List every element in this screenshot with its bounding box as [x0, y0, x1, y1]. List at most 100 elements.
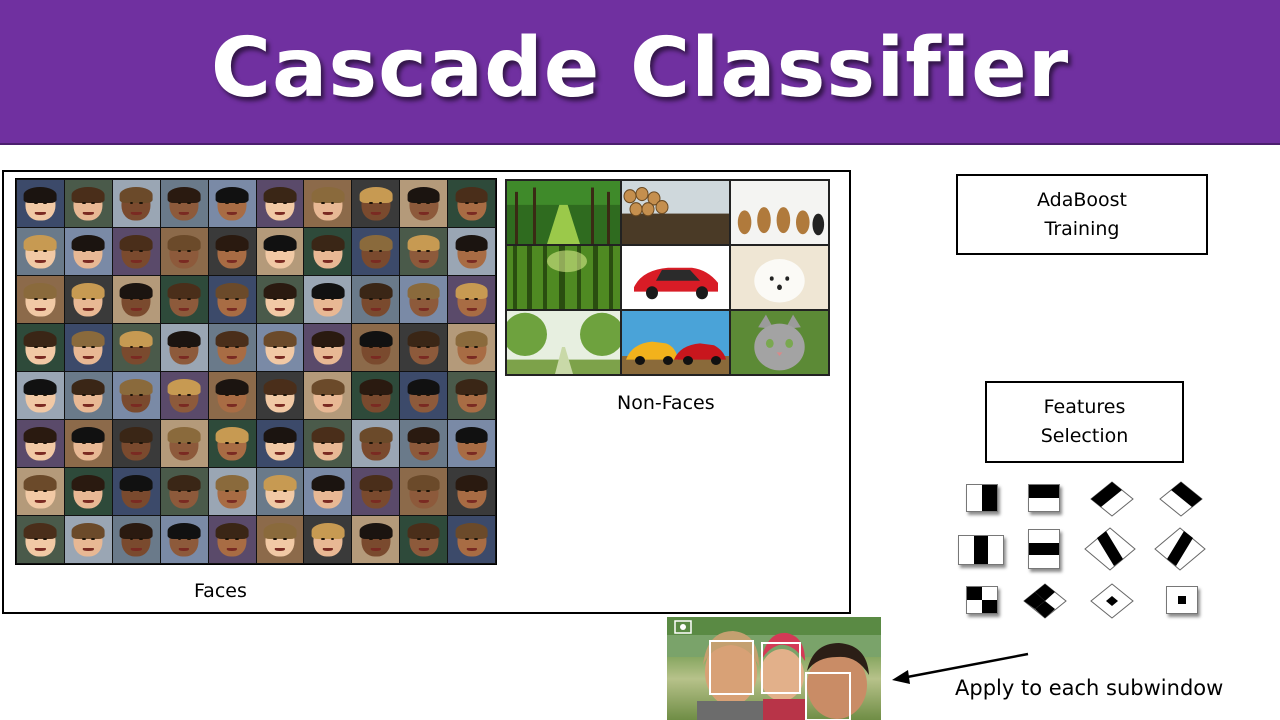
face-thumbnail [304, 372, 352, 419]
cartoon-cars-image [622, 311, 729, 374]
face-thumbnail [112, 468, 160, 515]
face-thumbnail [256, 180, 304, 227]
face-thumbnail [64, 420, 112, 467]
edge-vertical-feature-icon [966, 484, 998, 512]
face-thumbnail [17, 516, 64, 563]
face-thumbnail [352, 228, 400, 275]
line-vertical-feature-icon [958, 535, 1004, 565]
adaboost-line2: Training [1044, 217, 1120, 240]
forest-path-image [507, 181, 620, 244]
face-thumbnail [208, 372, 256, 419]
face-thumbnail [352, 324, 400, 371]
face-thumbnail [64, 180, 112, 227]
face-thumbnail [400, 468, 448, 515]
slide-title: Cascade Classifier [210, 21, 1070, 116]
face-thumbnail [208, 180, 256, 227]
face-thumbnail [304, 468, 352, 515]
face-thumbnail [112, 372, 160, 419]
line-horizontal-feature-icon [1028, 529, 1060, 569]
bamboo-forest-image [507, 246, 620, 309]
features-line1: Features [1043, 396, 1126, 418]
face-thumbnail [64, 228, 112, 275]
face-thumbnail [400, 372, 448, 419]
face-thumbnail [400, 180, 448, 227]
four-rectangle-feature-icon [966, 586, 998, 614]
non-faces-mosaic [505, 179, 830, 376]
tree-avenue-image [507, 311, 620, 374]
face-thumbnail [448, 180, 495, 227]
face-thumbnail [304, 228, 352, 275]
face-thumbnail [352, 420, 400, 467]
face-thumbnail [112, 228, 160, 275]
face-thumbnail [160, 372, 208, 419]
face-thumbnail [17, 468, 64, 515]
face-thumbnail [400, 324, 448, 371]
face-thumbnail [304, 324, 352, 371]
face-thumbnail [400, 276, 448, 323]
face-thumbnail [17, 372, 64, 419]
face-thumbnail [208, 468, 256, 515]
face-thumbnail [208, 276, 256, 323]
face-thumbnail [17, 228, 64, 275]
face-thumbnail [256, 324, 304, 371]
logs-pile-image [622, 181, 729, 244]
detection-example-photo [667, 617, 881, 720]
diagonal-checker-feature-icon [1023, 583, 1067, 619]
face-thumbnail [64, 276, 112, 323]
face-thumbnail [352, 276, 400, 323]
title-banner: Cascade Classifier [0, 0, 1280, 145]
face-thumbnail [17, 180, 64, 227]
face-thumbnail [160, 276, 208, 323]
face-thumbnail [160, 516, 208, 563]
face-thumbnail [304, 276, 352, 323]
face-thumbnail [160, 180, 208, 227]
diagonal-edge-flipped-feature-icon [1159, 481, 1203, 517]
face-thumbnail [208, 420, 256, 467]
face-thumbnail [256, 468, 304, 515]
non-faces-label: Non-Faces [617, 392, 715, 414]
face-thumbnail [64, 516, 112, 563]
face-thumbnail [160, 468, 208, 515]
face-thumbnail [256, 420, 304, 467]
diagonal-line-feature-icon [1084, 527, 1136, 571]
face-thumbnail [17, 420, 64, 467]
face-thumbnail [352, 372, 400, 419]
gray-cat-image [731, 311, 828, 374]
face-thumbnail [448, 420, 495, 467]
face-thumbnail [448, 516, 495, 563]
face-thumbnail [208, 228, 256, 275]
faces-label: Faces [194, 580, 247, 602]
face-thumbnail [256, 516, 304, 563]
face-thumbnail [448, 276, 495, 323]
pointer-arrow-icon [892, 652, 1029, 684]
face-thumbnail [448, 324, 495, 371]
diagonal-edge-feature-icon [1090, 481, 1134, 517]
face-thumbnail [304, 516, 352, 563]
diagonal-line-flipped-feature-icon [1154, 527, 1206, 571]
white-puppy-image [731, 246, 828, 309]
face-thumbnail [256, 228, 304, 275]
face-thumbnail [400, 420, 448, 467]
face-thumbnail [256, 372, 304, 419]
face-thumbnail [112, 516, 160, 563]
face-thumbnail [448, 372, 495, 419]
face-thumbnail [352, 468, 400, 515]
faces-mosaic [15, 178, 497, 565]
face-thumbnail [400, 228, 448, 275]
face-thumbnail [304, 180, 352, 227]
face-thumbnail [448, 228, 495, 275]
face-thumbnail [208, 516, 256, 563]
face-thumbnail [400, 516, 448, 563]
face-thumbnail [160, 228, 208, 275]
face-thumbnail [304, 420, 352, 467]
adaboost-line1: AdaBoost [1037, 188, 1127, 211]
face-thumbnail [112, 324, 160, 371]
features-selection-box: Features Selection [985, 381, 1184, 463]
face-thumbnail [352, 516, 400, 563]
face-thumbnail [160, 420, 208, 467]
face-thumbnail [64, 324, 112, 371]
features-line2: Selection [1040, 425, 1129, 447]
apply-subwindow-caption: Apply to each subwindow [955, 676, 1224, 700]
face-thumbnail [17, 276, 64, 323]
face-thumbnail [208, 324, 256, 371]
